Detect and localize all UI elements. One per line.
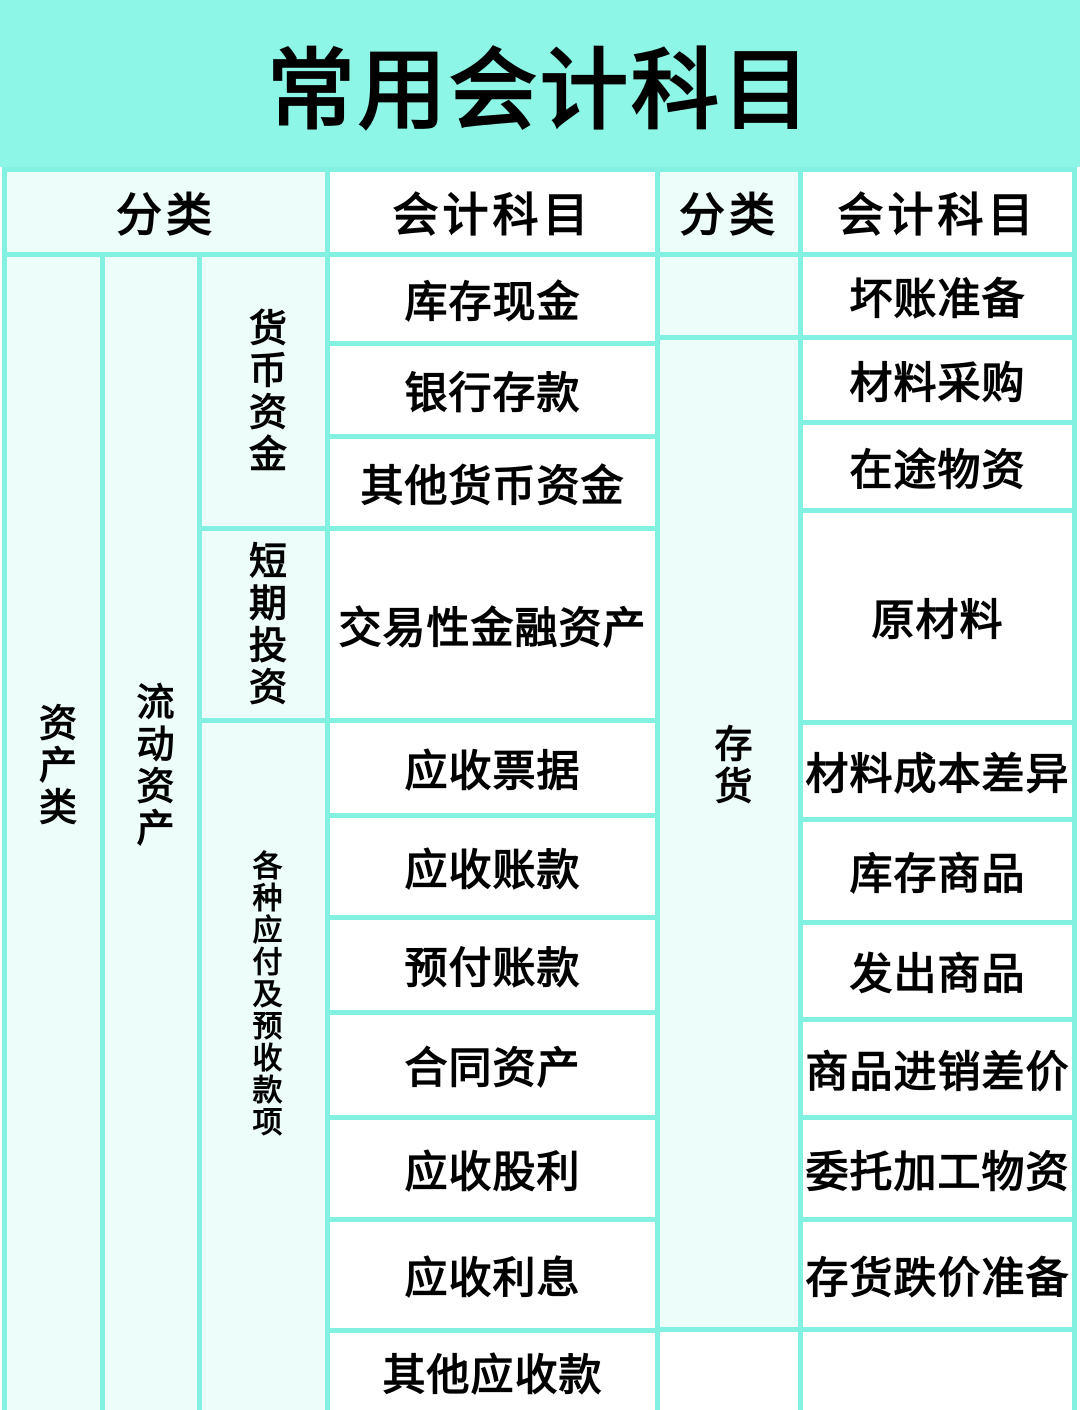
subject-prepayments: 预付账款 [330,920,655,1010]
subject-dividends-receivable: 应收股利 [330,1120,655,1217]
header-category-right: 分类 [660,172,798,252]
subject-other-monetary-funds: 其他货币资金 [330,439,655,526]
subject-other-receivables: 其他应收款 [330,1333,655,1410]
subject-cash-on-hand: 库存现金 [330,257,655,341]
accounting-subjects-table: 分类 会计科目 资产类 流动资产 货币资金 短期投资 各种应付及预收款项 库存现… [2,167,1077,1410]
empty-category-cell-bottom [660,1332,798,1410]
subject-goods-in-stock: 库存商品 [803,822,1072,920]
header-subject-left: 会计科目 [330,172,655,252]
right-table-half: 分类 会计科目 存货 坏账准备 材料采购 在途物资 原材料 材料成本差异 库存商… [660,172,1072,1410]
subject-raw-materials: 原材料 [803,513,1072,720]
subject-trading-financial-assets: 交易性金融资产 [330,531,655,718]
monetary-funds-label: 货币资金 [202,257,325,526]
subject-contract-assets: 合同资产 [330,1015,655,1115]
empty-subject-cell-bottom [803,1332,1072,1410]
subject-accounts-receivable: 应收账款 [330,818,655,915]
subject-interest-receivable: 应收利息 [330,1222,655,1328]
subject-materials-in-transit: 在途物资 [803,425,1072,508]
header-category-left: 分类 [7,172,325,252]
current-assets-label: 流动资产 [105,257,197,1410]
payables-prereceipts-group-label: 各种应付及预收款项 [202,723,325,1410]
title-band: 常用会计科目 [0,0,1080,167]
subject-bank-deposits: 银行存款 [330,346,655,434]
subject-material-procurement: 材料采购 [803,340,1072,420]
subject-material-cost-variance: 材料成本差异 [803,725,1072,817]
short-term-investment-label: 短期投资 [202,531,325,718]
subject-consigned-processing-materials: 委托加工物资 [803,1120,1072,1217]
subject-goods-shipped: 发出商品 [803,925,1072,1017]
subject-notes-receivable: 应收票据 [330,723,655,813]
asset-class-label: 资产类 [7,257,100,1410]
subject-purchase-sale-price-difference: 商品进销差价 [803,1022,1072,1115]
header-subject-right: 会计科目 [803,172,1072,252]
page-title: 常用会计科目 [266,41,813,140]
empty-category-cell-top [660,257,798,335]
subject-bad-debt-provision: 坏账准备 [803,257,1072,335]
subject-inventory-write-down-provision: 存货跌价准备 [803,1222,1072,1327]
left-table-half: 分类 会计科目 资产类 流动资产 货币资金 短期投资 各种应付及预收款项 库存现… [7,172,655,1410]
inventory-label: 存货 [660,340,798,1327]
